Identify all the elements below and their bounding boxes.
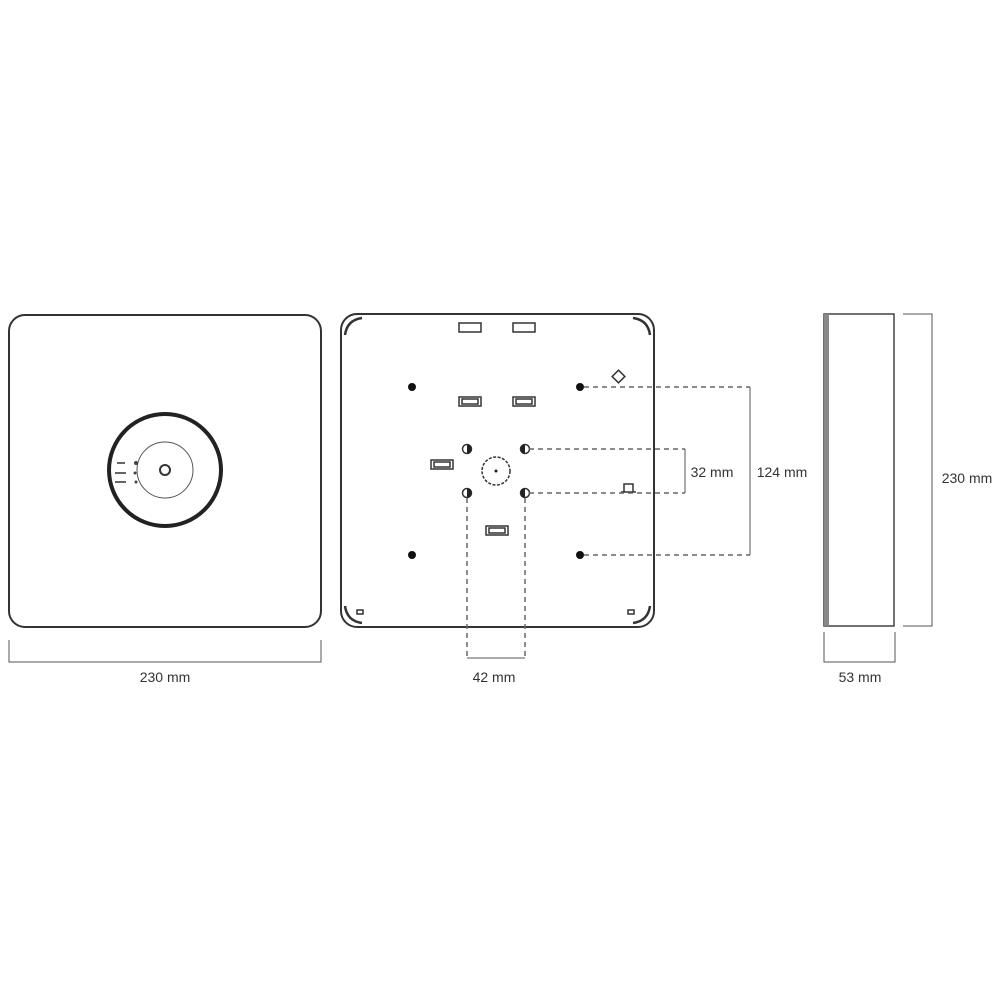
side-view: 230 mm 53 mm <box>823 313 993 685</box>
cable-entry <box>481 456 511 486</box>
corner-clips <box>343 316 652 625</box>
front-view: 230 mm <box>8 314 322 685</box>
status-leds <box>115 461 138 484</box>
outer-ring <box>107 412 223 528</box>
side-height-label: 230 mm <box>942 470 993 486</box>
small-vertical-spacing-label: 32 mm <box>691 464 734 480</box>
diamond-marker-icon <box>611 369 626 384</box>
inner-button <box>136 441 194 499</box>
front-width-label: 230 mm <box>140 669 191 685</box>
depth-dimension-line <box>823 632 896 663</box>
side-housing <box>823 313 895 627</box>
side-depth-label: 53 mm <box>839 669 882 685</box>
height-dimension-line <box>903 313 933 627</box>
front-housing <box>8 314 322 628</box>
width-dimension-line <box>8 640 322 663</box>
large-vertical-spacing-label: 124 mm <box>757 464 808 480</box>
back-view: 124 mm 32 mm 42 mm <box>340 313 808 685</box>
side-band <box>824 314 829 626</box>
mounting-holes <box>408 383 584 559</box>
back-housing <box>340 313 655 628</box>
center-indicator-icon <box>159 464 171 476</box>
horizontal-spacing-label: 42 mm <box>473 669 516 685</box>
tab-marker <box>621 483 636 493</box>
slots <box>430 322 536 536</box>
